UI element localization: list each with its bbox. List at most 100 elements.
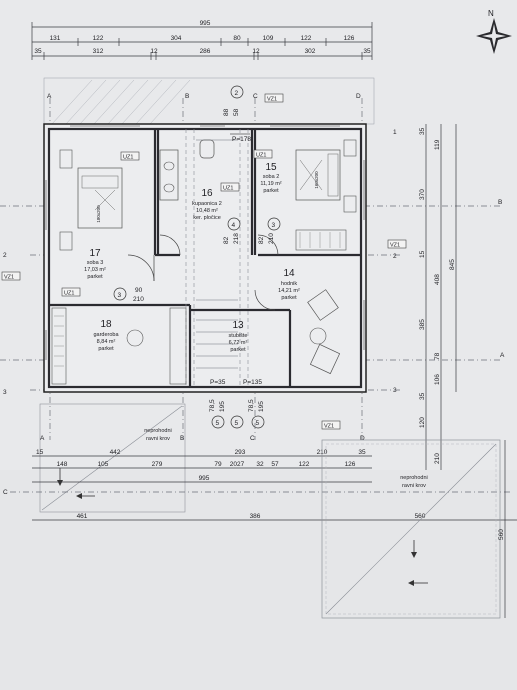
svg-text:5: 5 [256, 420, 260, 427]
svg-text:B: B [498, 199, 502, 206]
svg-text:293: 293 [235, 449, 246, 456]
svg-text:A: A [47, 93, 52, 100]
svg-text:32: 32 [256, 461, 264, 468]
svg-text:parket: parket [87, 274, 103, 280]
svg-text:210: 210 [268, 233, 275, 244]
dim-top: 304 [171, 35, 182, 42]
stair-projection [185, 129, 249, 387]
svg-text:2: 2 [235, 90, 239, 97]
svg-text:90: 90 [135, 287, 143, 294]
svg-text:210: 210 [133, 296, 144, 303]
svg-text:88: 88 [223, 108, 230, 116]
svg-text:218: 218 [233, 233, 240, 244]
bed-room-15: 160x200 [295, 139, 357, 213]
dim-top: 12 [150, 48, 158, 55]
svg-text:58: 58 [233, 108, 240, 116]
svg-text:VZ1: VZ1 [4, 275, 14, 281]
dim-top: 312 [93, 48, 104, 55]
svg-text:105: 105 [98, 461, 109, 468]
svg-text:845: 845 [449, 259, 456, 270]
svg-text:386: 386 [250, 513, 261, 520]
doors [127, 234, 279, 311]
dim-top: 122 [301, 35, 312, 42]
dim-top: 12 [252, 48, 260, 55]
svg-text:parket: parket [230, 347, 246, 353]
dim-top: 35 [34, 48, 42, 55]
svg-text:279: 279 [152, 461, 163, 468]
dim-top: 302 [305, 48, 316, 55]
svg-text:3: 3 [118, 292, 122, 299]
svg-text:UZ1: UZ1 [123, 155, 133, 161]
svg-text:82: 82 [258, 236, 265, 244]
p-top: P=178 [232, 136, 251, 143]
svg-text:parket: parket [98, 346, 114, 352]
north-label: N [488, 9, 494, 18]
svg-text:82: 82 [223, 236, 230, 244]
svg-text:14: 14 [283, 268, 295, 279]
svg-text:5: 5 [216, 420, 220, 427]
svg-text:C: C [250, 435, 255, 442]
axis-markers: A B C D 2 5 5 5 2 3 1 2 3 B A C A B C D [3, 85, 505, 496]
svg-text:57: 57 [271, 461, 279, 468]
svg-text:18: 18 [100, 319, 112, 330]
svg-text:2027: 2027 [230, 461, 245, 468]
room-15: 15 soba 2 11,19 m² parket [260, 162, 281, 194]
svg-text:neprohodni: neprohodni [400, 475, 428, 481]
svg-text:148: 148 [57, 461, 68, 468]
svg-text:3: 3 [3, 389, 7, 396]
building-walls [43, 123, 367, 393]
svg-text:35: 35 [419, 127, 426, 135]
right-dimensions: 35 119 370 15 408 845 385 78 106 35 120 … [419, 124, 457, 470]
svg-text:D: D [360, 435, 365, 442]
svg-text:parket: parket [281, 295, 297, 301]
svg-text:B: B [185, 93, 189, 100]
tags: UZ1 UZ1 VZ1 UZ1 VZ1 VZ1 VZ1 UZ1 [1, 93, 407, 430]
svg-text:VZ1: VZ1 [267, 97, 277, 103]
dim-top: 286 [200, 48, 211, 55]
svg-text:P=135: P=135 [243, 379, 262, 386]
left-roof: neprohodni ravni krov [39, 403, 186, 513]
wardrobes [51, 229, 347, 385]
top-dimensions: 995 131 122 304 80 109 122 126 35 312 12… [31, 20, 373, 60]
svg-text:ravni krov: ravni krov [146, 436, 170, 442]
svg-text:VZ1: VZ1 [324, 424, 334, 430]
svg-text:A: A [40, 435, 45, 442]
svg-text:C: C [253, 93, 258, 100]
svg-text:C: C [3, 489, 8, 496]
svg-text:560: 560 [498, 529, 505, 540]
svg-text:17: 17 [89, 248, 101, 259]
svg-text:neprohodni: neprohodni [144, 428, 172, 434]
dim-top-total: 995 [200, 20, 211, 27]
svg-text:16: 16 [201, 188, 213, 199]
svg-text:370: 370 [419, 189, 426, 200]
svg-text:6,72 m²: 6,72 m² [229, 340, 248, 346]
svg-text:408: 408 [434, 274, 441, 285]
dim-top: 122 [93, 35, 104, 42]
room-13: 13 stubište 6,72 m² parket [229, 320, 248, 353]
bed-label: 160x200 [314, 171, 319, 189]
dim-top: 109 [263, 35, 274, 42]
svg-text:35: 35 [419, 392, 426, 400]
bed-room-17: 180x200 [59, 149, 123, 251]
svg-text:2: 2 [393, 253, 397, 260]
svg-text:ravni krov: ravni krov [402, 483, 426, 489]
svg-text:78,5: 78,5 [248, 399, 255, 412]
svg-text:13: 13 [232, 320, 244, 331]
svg-text:15: 15 [265, 162, 277, 173]
svg-text:3: 3 [393, 387, 397, 394]
room-18: 18 garderoba 8,84 m² parket [93, 319, 119, 352]
svg-text:126: 126 [345, 461, 356, 468]
svg-text:119: 119 [434, 139, 441, 150]
svg-text:195: 195 [219, 401, 226, 412]
svg-text:kupaonica 2: kupaonica 2 [192, 201, 222, 207]
svg-text:995: 995 [199, 475, 210, 482]
dim-top: 35 [363, 48, 371, 55]
svg-text:UZ1: UZ1 [64, 291, 74, 297]
svg-text:78,5: 78,5 [209, 399, 216, 412]
svg-text:461: 461 [77, 513, 88, 520]
dim-top: 131 [50, 35, 61, 42]
north-arrow: N [476, 9, 512, 54]
room-17: 17 soba 3 17,03 m² parket [84, 248, 106, 280]
svg-text:stubište: stubište [229, 333, 248, 339]
